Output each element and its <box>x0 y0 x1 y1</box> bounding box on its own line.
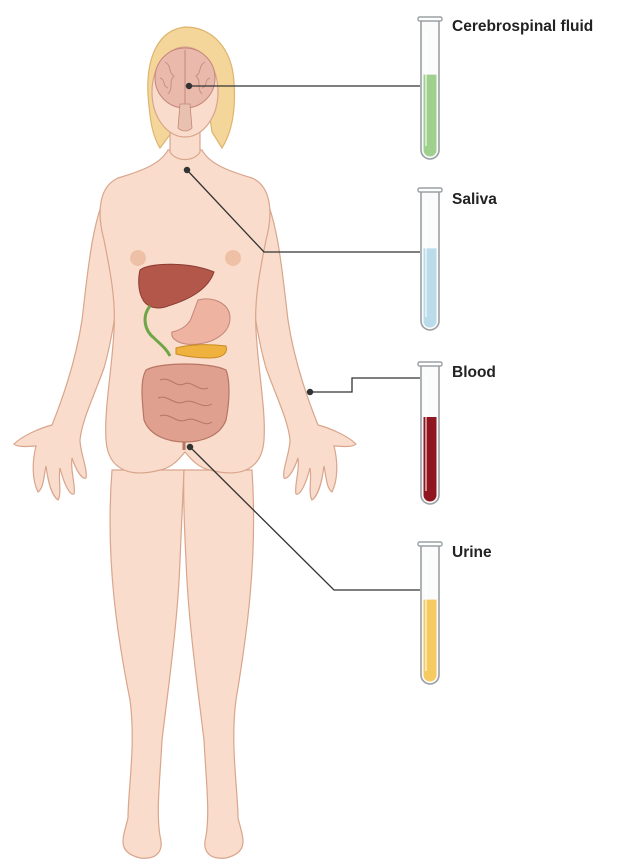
urine-label: Urine <box>452 544 492 561</box>
blood-label: Blood <box>452 364 496 381</box>
left-breast <box>130 250 146 266</box>
csf-tube-rim <box>418 17 442 21</box>
saliva-leader-dot <box>184 167 189 172</box>
test-tubes <box>418 17 442 684</box>
blood-leader-line <box>310 378 420 392</box>
csf-tube <box>418 17 442 159</box>
blood-tube-rim <box>418 362 442 366</box>
urine-leader-dot <box>187 444 192 449</box>
right-leg <box>184 470 254 858</box>
left-leg <box>110 470 184 858</box>
csf-leader-dot <box>186 83 191 88</box>
saliva-label: Saliva <box>452 191 497 208</box>
saliva-tube-rim <box>418 188 442 192</box>
right-breast <box>225 250 241 266</box>
human-figure <box>14 27 356 858</box>
urine-tube <box>418 542 442 684</box>
blood-leader-dot <box>307 389 312 394</box>
pancreas <box>176 345 226 358</box>
blood-tube <box>418 362 442 504</box>
csf-label: Cerebrospinal fluid <box>452 18 593 35</box>
saliva-tube <box>418 188 442 330</box>
urine-tube-rim <box>418 542 442 546</box>
